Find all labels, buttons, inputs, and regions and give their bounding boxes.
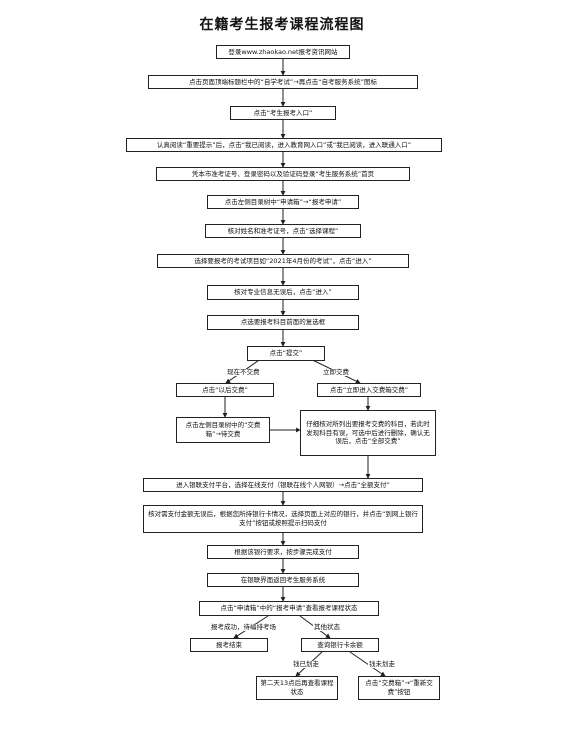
step-login-website: 登录www.zhaokao.net报考资讯网站 <box>216 45 350 59</box>
step-candidate-entry: 点击“考生报考入口” <box>230 106 336 120</box>
page-title: 在籍考生报考课程流程图 <box>199 17 365 33</box>
step-login-system: 凭本市准考证号、登录密码以及验证码登录“考生服务系统”首页 <box>156 167 410 181</box>
label-other-status: 其他状态 <box>313 623 341 631</box>
step-select-exam: 选择要报考的考试项目如“2021年4月份的考试”，点击“进入” <box>157 254 409 268</box>
label-pay-later: 现在不交费 <box>226 368 261 376</box>
step-check-balance: 查询银行卡余额 <box>301 638 379 652</box>
step-click-self-study: 点击页面顶端标题栏中的“自学考试”→再点击“自考服务系统”图标 <box>148 75 418 89</box>
label-deducted: 钱已划走 <box>292 660 320 668</box>
step-pay-now: 点击“立即进入交费箱交费” <box>317 383 421 397</box>
step-check-subjects: 点选要报考科目前面的复选框 <box>207 315 359 330</box>
step-pay-box-pending: 点击左侧目录树中的“交费箱”→待交费 <box>176 417 270 443</box>
step-submit: 点击“提交” <box>247 346 325 361</box>
label-not-deducted: 钱未划走 <box>368 660 396 668</box>
label-success: 报考成功，待编排考场 <box>210 623 277 631</box>
step-pay-later: 点击“以后交费” <box>176 383 274 397</box>
step-select-course: 核对姓名和准考证号，点击“选择课程” <box>205 224 361 238</box>
step-recheck-next-day: 第二天13点后再查看课程状态 <box>256 676 338 700</box>
step-return-system: 在银联界面返回考生服务系统 <box>207 573 359 587</box>
step-check-status: 点击“申请箱”中的“报考申请”查看报考课程状态 <box>199 601 379 616</box>
step-bank-payment: 核对需支付金额无误后，根据您所持银行卡情况，选择页面上对应的银行，并点击“到网上… <box>143 505 423 533</box>
step-verify-major: 核对专业信息无误后，点击“进入” <box>207 285 359 300</box>
label-pay-now: 立即交费 <box>322 368 350 376</box>
step-unionpay-platform: 进入银联支付平台，选择在线支付（银联在线个人网银）→点击“全额支付” <box>143 478 423 492</box>
step-repay: 点击“交费箱”→“重新交费”按钮 <box>358 676 440 700</box>
step-verify-pay-subjects: 仔细核对所列出要报考交费的科目，若此时发现科目有误，可选中后进行删除，确认无误后… <box>300 410 436 456</box>
step-registration-end: 报考结束 <box>190 638 268 652</box>
step-complete-payment: 根据该银行要求，按步骤完成支付 <box>207 545 359 559</box>
step-read-notice: 认真阅读“重要提示”后，点击“我已阅读，进入教育网入口”或“我已阅读，进入联通入… <box>126 138 442 152</box>
step-apply-box: 点击左侧目录树中“申请箱”→“报考申请” <box>207 195 359 209</box>
